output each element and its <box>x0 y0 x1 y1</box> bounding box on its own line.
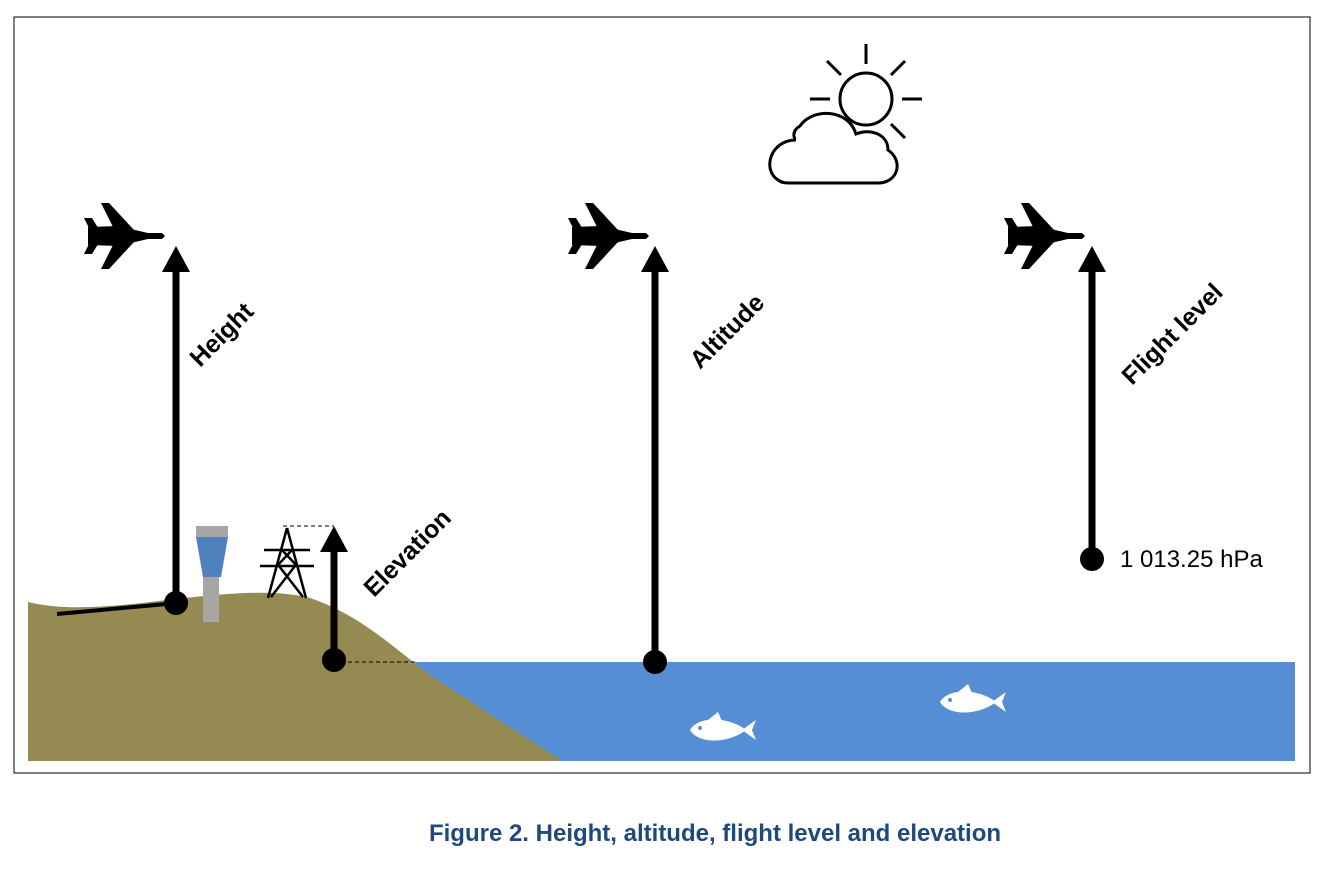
altitude-arrow <box>641 246 669 674</box>
pressure-label: 1 013.25 hPa <box>1120 546 1263 573</box>
power-pylon-icon <box>260 527 314 599</box>
runway <box>56 601 178 616</box>
height-arrow <box>162 246 190 615</box>
elevation-arrow <box>320 526 348 672</box>
flight-level-arrow <box>1078 246 1106 571</box>
cloud-icon <box>768 112 899 185</box>
sea <box>415 662 1295 761</box>
control-tower-icon <box>196 526 228 622</box>
ground-hill <box>28 592 562 761</box>
sun-icon <box>810 44 922 140</box>
figure-caption: Figure 2. Height, altitude, flight level… <box>428 820 1002 847</box>
